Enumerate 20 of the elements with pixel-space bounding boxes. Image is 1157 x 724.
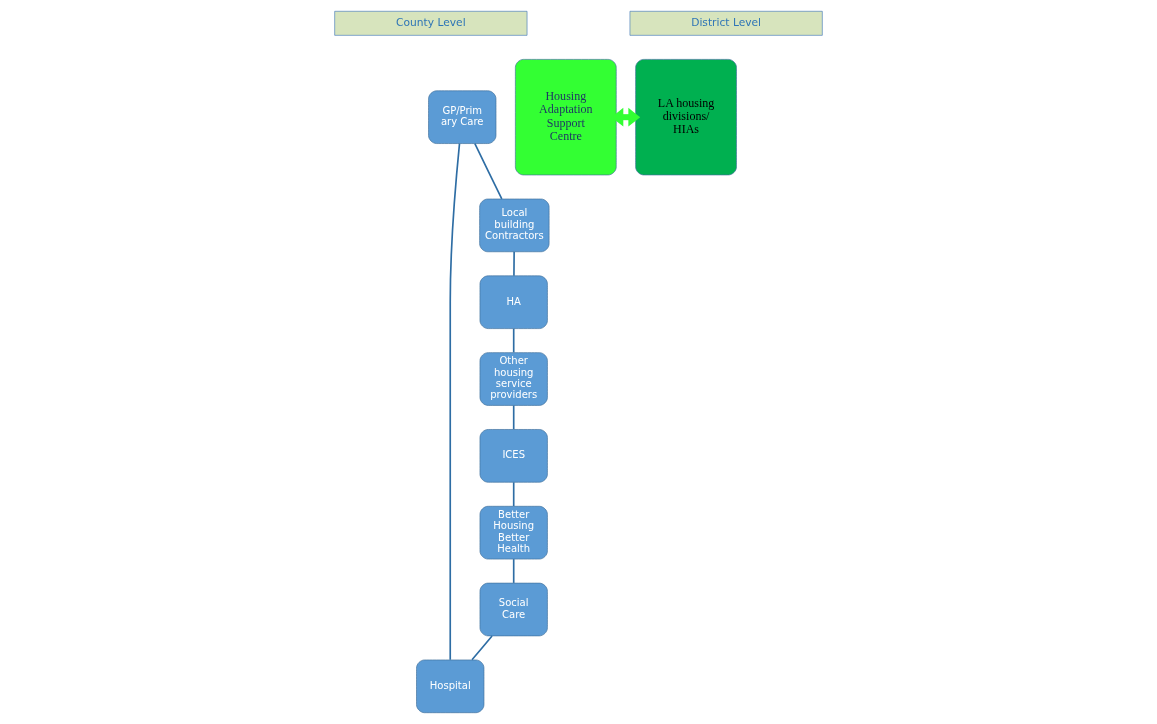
- connector: [449, 142, 461, 661]
- connector: [512, 481, 515, 507]
- node-box: HA: [479, 275, 548, 329]
- connector: [512, 558, 515, 584]
- node-box: ICES: [479, 429, 548, 483]
- node-box: LA housing divisions/ HIAs: [635, 59, 737, 176]
- connector: [471, 635, 493, 661]
- node-box: Social Care: [479, 582, 548, 637]
- node-box: Housing Adaptation Support Centre: [515, 59, 617, 176]
- node-box: Hospital: [416, 659, 485, 714]
- connector: [474, 142, 503, 200]
- connector: [513, 251, 515, 277]
- connector: [512, 327, 515, 354]
- connector: [512, 404, 515, 431]
- node-box: County Level: [334, 10, 528, 36]
- node-box: Local building Contractors: [479, 198, 550, 253]
- node-box: Other housing service providers: [479, 352, 548, 406]
- node-box: District Level: [629, 10, 823, 36]
- node-box: GP/Prim ary Care: [428, 90, 497, 144]
- node-box: Better Housing Better Health: [479, 505, 548, 560]
